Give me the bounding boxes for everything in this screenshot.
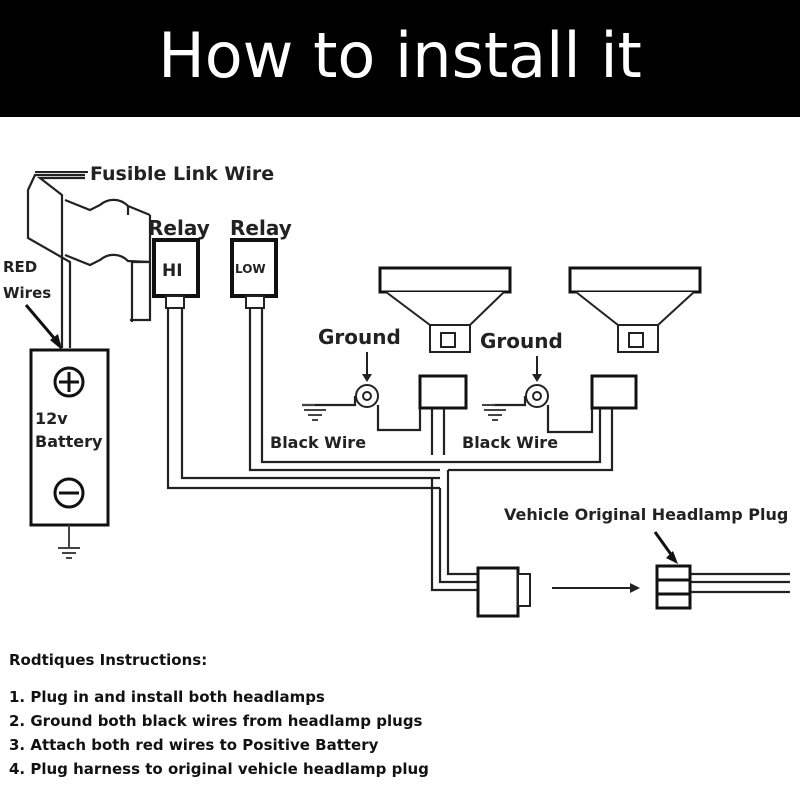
- battery-label: Battery: [35, 432, 103, 451]
- fusible-link-label: Fusible Link Wire: [90, 163, 274, 185]
- instruction-item: 2. Ground both black wires from headlamp…: [9, 712, 423, 730]
- instructions-list: 1. Plug in and install both headlamps 2.…: [9, 687, 789, 783]
- harness-right: [260, 305, 602, 464]
- instructions-title: Rodtiques Instructions:: [9, 651, 208, 669]
- arrow-right-icon: [630, 583, 640, 593]
- header-banner: How to install it: [0, 0, 800, 117]
- battery-voltage-label: 12v: [35, 409, 68, 428]
- vehicle-headlamp-plug: [655, 564, 692, 610]
- wiring-diagram: Fusible Link Wire Relay HI Relay LOW RED…: [3, 163, 790, 618]
- battery: 12v Battery: [29, 348, 110, 527]
- relay-low: Relay LOW: [230, 216, 292, 309]
- ground-icon: [302, 404, 326, 421]
- headlamp-left: [378, 266, 512, 410]
- headlamp-right: [568, 266, 702, 410]
- ground-label-right: Ground: [480, 329, 563, 353]
- vehicle-plug-label: Vehicle Original Headlamp Plug: [504, 505, 788, 524]
- relay-hi: Relay HI: [148, 216, 210, 309]
- instructions-panel: Rodtiques Instructions: 1. Plug in and i…: [9, 651, 789, 783]
- fusible-link-2: [64, 253, 151, 267]
- ground-label-left: Ground: [318, 325, 401, 349]
- fusible-link-1: [64, 198, 151, 217]
- red-wires-label: Wires: [3, 284, 51, 302]
- red-wires-label: RED: [3, 258, 37, 276]
- ground-icon: [482, 404, 506, 421]
- black-wire-label-right: Black Wire: [462, 433, 558, 452]
- instruction-item: 3. Attach both red wires to Positive Bat…: [9, 736, 379, 754]
- instruction-item: 1. Plug in and install both headlamps: [9, 688, 325, 706]
- relay-low-label: Relay: [230, 216, 292, 240]
- black-wire-label-left: Black Wire: [270, 433, 366, 452]
- harness-main: [166, 305, 440, 490]
- instruction-item: 4. Plug harness to original vehicle head…: [9, 760, 429, 778]
- harness-plug: [476, 566, 531, 618]
- relay-low-box-label: LOW: [235, 262, 266, 276]
- red-wire-2: [36, 176, 85, 348]
- relay-hi-label: Relay: [148, 216, 210, 240]
- relay-hi-box-label: HI: [162, 261, 183, 281]
- page-title: How to install it: [158, 19, 642, 92]
- ground-icon: [58, 525, 80, 559]
- red-wire-1: [26, 173, 85, 348]
